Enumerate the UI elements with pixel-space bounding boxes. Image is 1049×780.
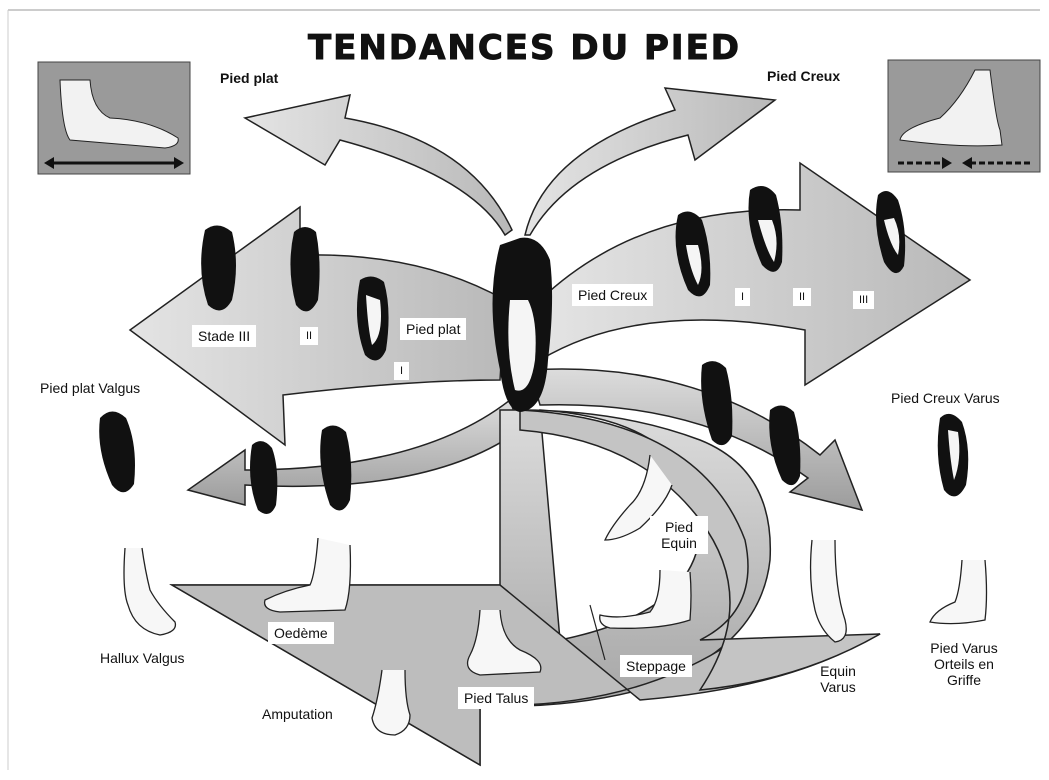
arrow-bottom-inner [519, 409, 881, 691]
footprint-lower-3 [701, 361, 733, 446]
footprint-lower-4 [769, 405, 801, 486]
foot-hallux-valgus [123, 547, 177, 636]
foot-equin [603, 454, 673, 541]
label-creux-iii: III [853, 291, 875, 309]
label-creux-ii: II [793, 288, 812, 306]
label-creux-i: I [735, 288, 751, 306]
arrow-hollow-right [539, 161, 972, 387]
corner-panel-flat-foot [37, 61, 191, 175]
footprint-lower-1 [250, 441, 278, 514]
label-plat-ii: II [300, 327, 319, 345]
label-stade-iii: Stade III [192, 325, 257, 347]
steppage-line [589, 604, 606, 661]
label-pied-plat-top: Pied plat [220, 70, 279, 86]
label-equin-varus: Equin Varus [808, 663, 868, 695]
side-view-feet [123, 454, 988, 736]
arrow-up-left [242, 94, 513, 237]
label-pied-equin: Pied Equin [650, 516, 708, 554]
diagram-title: TENDANCES DU PIED [307, 28, 742, 69]
label-pied-varus-line2: Orteils en [934, 656, 994, 672]
foot-varus-griffe [929, 559, 988, 625]
label-pied-varus-griffe: Pied Varus Orteils en Griffe [918, 640, 1010, 688]
arrow-up-right [524, 87, 777, 236]
footprint-valgus [99, 411, 135, 493]
foot-oedeme [263, 537, 352, 613]
label-pied-equin-line1: Pied [664, 519, 694, 535]
footprint-plat-stade3 [201, 225, 236, 311]
foot-steppage [599, 569, 692, 629]
arrow-lower-right [529, 368, 864, 512]
foot-equin-varus [809, 539, 847, 643]
arrow-lower-left [186, 398, 521, 506]
corner-panel-hollow-foot [887, 59, 1041, 173]
label-pied-talus: Pied Talus [458, 687, 535, 709]
label-equin-varus-line2: Varus [820, 679, 856, 695]
label-hallux-valgus: Hallux Valgus [100, 650, 185, 666]
label-pied-creux-top: Pied Creux [767, 68, 841, 84]
label-pied-varus-line1: Pied Varus [930, 640, 998, 656]
label-plat-i: I [394, 362, 410, 380]
label-pied-plat-valgus: Pied plat Valgus [40, 380, 141, 396]
label-pied-creux-varus: Pied Creux Varus [891, 390, 1000, 406]
label-oedeme: Oedème [268, 622, 334, 644]
label-pied-creux: Pied Creux [572, 284, 654, 306]
footprint-plat-ii [290, 227, 320, 312]
foot-amputation [371, 669, 411, 736]
label-pied-varus-line3: Griffe [947, 672, 981, 688]
label-pied-plat: Pied plat [400, 318, 467, 340]
footprints [99, 186, 969, 514]
foot-talus [466, 609, 542, 676]
footprint-lower-2 [320, 425, 352, 511]
label-steppage: Steppage [620, 655, 692, 677]
label-amputation: Amputation [262, 706, 333, 722]
label-equin-varus-line1: Equin [820, 663, 856, 679]
label-pied-equin-line2: Equin [661, 535, 697, 551]
